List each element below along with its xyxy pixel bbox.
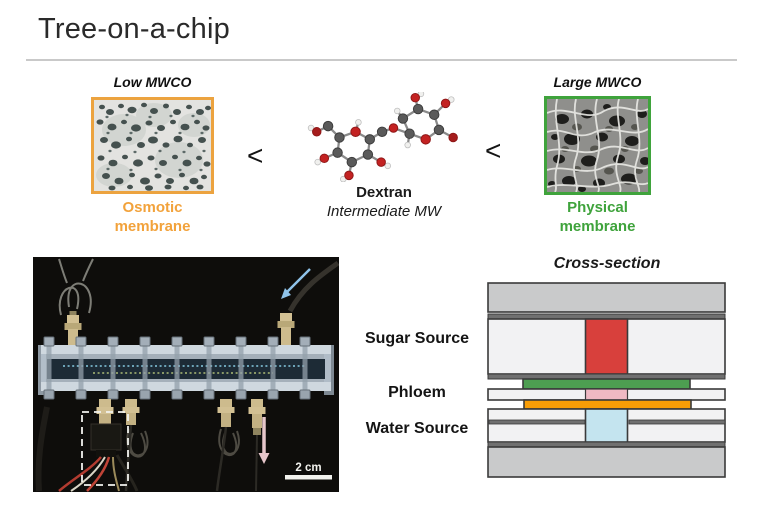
dextran-molecule-model xyxy=(307,92,458,182)
phloem-channel xyxy=(584,388,629,401)
top-slab xyxy=(487,282,726,313)
osmotic-membrane-micrograph xyxy=(94,100,211,191)
divider-line xyxy=(26,59,737,61)
osmotic-membrane-image xyxy=(91,97,214,194)
physical-membrane-caption: Physical membrane xyxy=(559,199,636,235)
less-than-symbol-right: < xyxy=(485,135,502,166)
cross-section-title: Cross-section xyxy=(553,255,661,272)
bolts xyxy=(43,336,311,400)
blue-flow-arrow xyxy=(281,268,311,299)
osmotic-membrane-bar xyxy=(523,399,692,410)
chip-device-photo: 2 cm xyxy=(33,257,339,492)
scale-bar-label: 2 cm xyxy=(295,462,321,474)
phloem-label: Phloem xyxy=(388,384,446,401)
cross-section-diagram xyxy=(487,282,726,478)
inlet-tube xyxy=(287,260,339,313)
water-channel xyxy=(584,408,629,443)
page-title: Tree-on-a-chip xyxy=(38,13,230,45)
sugar-source-label: Sugar Source xyxy=(364,330,470,347)
water-source-label: Water Source xyxy=(365,420,469,437)
sugar-channel xyxy=(584,318,629,375)
physical-membrane-bar xyxy=(522,378,691,390)
low-mwco-label: Low MWCO xyxy=(113,74,192,90)
connector-and-wires xyxy=(35,406,139,492)
bottom-slab xyxy=(487,446,726,478)
water-layer-gasket-right xyxy=(628,419,726,425)
scale-bar: 2 cm xyxy=(285,462,332,480)
water-layer-gasket-left xyxy=(488,419,586,425)
physical-membrane-image xyxy=(544,96,651,195)
osmotic-membrane-caption: Osmotic membrane xyxy=(114,199,191,235)
molecule-name: Dextran xyxy=(356,184,412,201)
bottom-fittings xyxy=(96,399,266,435)
top-fittings xyxy=(64,311,295,345)
molecule-subtitle: Intermediate MW xyxy=(326,203,442,220)
pink-flow-arrow xyxy=(258,417,270,464)
less-than-symbol-left: < xyxy=(247,140,264,171)
cable-tie-loops-top xyxy=(58,258,94,316)
chip-body xyxy=(38,345,334,395)
large-mwco-label: Large MWCO xyxy=(553,74,642,90)
physical-membrane-micrograph xyxy=(547,99,648,192)
